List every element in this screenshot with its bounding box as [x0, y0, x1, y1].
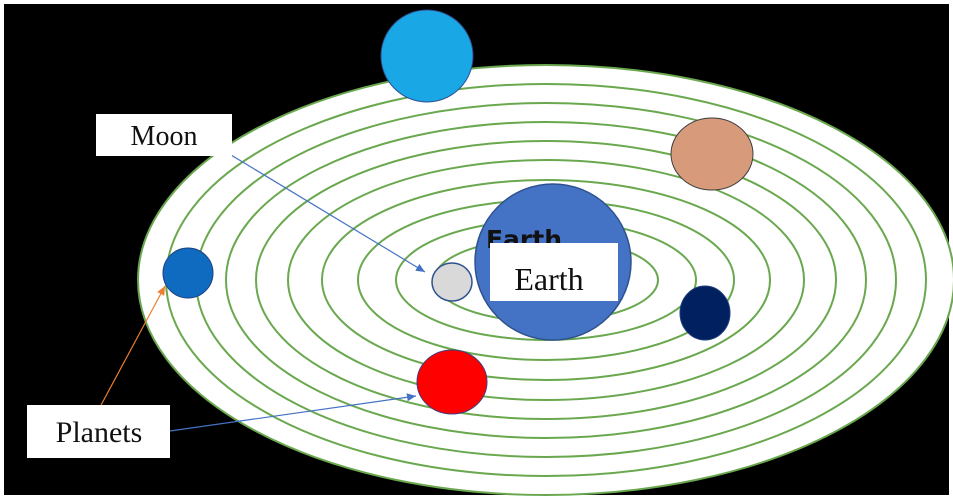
- orbit-ring-4: [255, 140, 837, 420]
- planet-icon: [416, 349, 488, 415]
- orbit-ring-6: [321, 179, 771, 381]
- moon-label: Moon: [131, 121, 198, 152]
- planet-icon: [380, 9, 474, 103]
- earth-label: Earth: [514, 261, 583, 297]
- planet-icon: [670, 117, 754, 191]
- orbit-ring-3: [225, 121, 867, 439]
- planets-arrow-red: [169, 393, 417, 432]
- planets-arrow-blue: [99, 285, 166, 408]
- earth-label-box: [490, 243, 618, 301]
- planet-icon: [679, 285, 731, 341]
- planets-label-box: [27, 405, 170, 458]
- moon-arrow: [230, 154, 426, 273]
- planet-icon: [162, 247, 214, 299]
- planets-label: Planets: [56, 416, 143, 449]
- moon-label-box: [96, 114, 232, 156]
- moon-icon: [431, 262, 473, 302]
- orbit-ring-5: [287, 159, 805, 401]
